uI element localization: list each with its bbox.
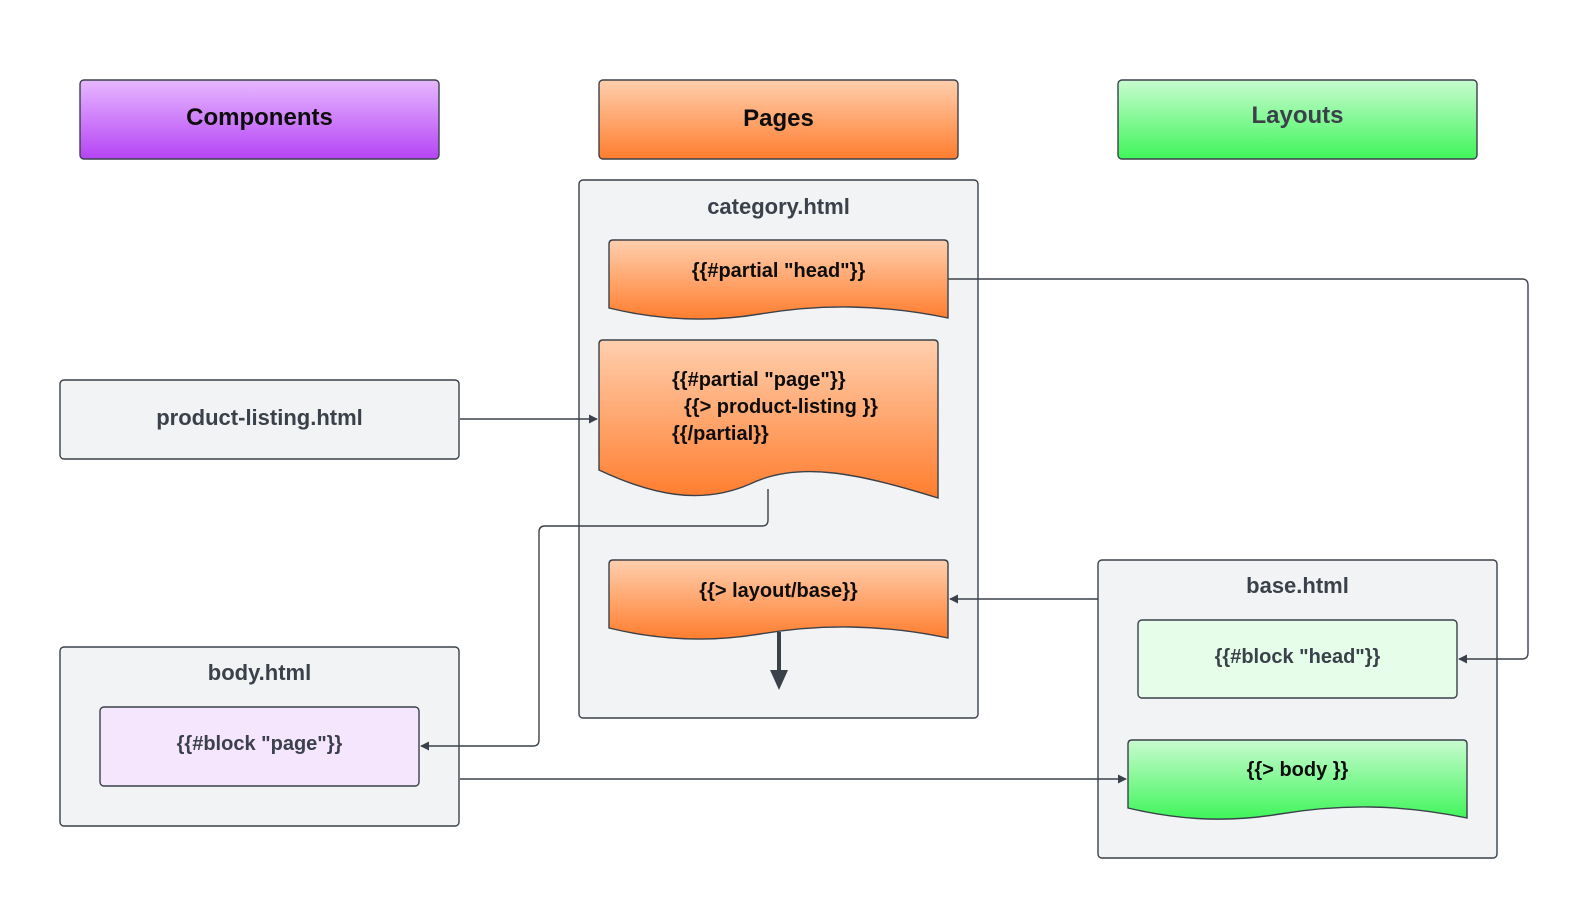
- layout-include-label: {{> layout/base}}: [699, 580, 858, 602]
- page-partial-line1: {{#partial "page"}}: [672, 369, 846, 391]
- connector-page-partial-to-block-page: [420, 489, 769, 751]
- components-header-label: Components: [186, 104, 333, 131]
- head-partial-node: {{#partial "head"}}: [608, 239, 949, 320]
- category-title: category.html: [707, 194, 850, 219]
- block-page-label: {{#block "page"}}: [177, 733, 343, 755]
- layout-include-node: {{> layout/base}}: [608, 559, 949, 640]
- layouts-header: Layouts: [1117, 79, 1478, 160]
- layouts-header-label: Layouts: [1251, 102, 1343, 129]
- block-head-node: [1137, 619, 1458, 699]
- page-partial-line2: {{> product-listing }}: [684, 396, 878, 418]
- head-partial-label: {{#partial "head"}}: [692, 260, 866, 282]
- product-listing-title: product-listing.html: [156, 405, 363, 430]
- render-down-arrow: [770, 632, 788, 690]
- block-head-label: {{#block "head"}}: [1215, 646, 1381, 668]
- body-title: body.html: [208, 660, 311, 685]
- connector-head-partial-to-block-head: [948, 278, 1529, 664]
- pages-header-label: Pages: [743, 105, 814, 132]
- page-partial-node: {{#partial "page"}} {{> product-listing …: [598, 339, 939, 499]
- page-partial-line3: {{/partial}}: [672, 423, 769, 445]
- base-title: base.html: [1246, 573, 1349, 598]
- body-container: body.html {{#block "page"}}: [59, 646, 460, 827]
- pages-header: Pages: [598, 79, 959, 160]
- block-page-node: [99, 706, 420, 787]
- body-include-node: {{> body }}: [1127, 739, 1468, 820]
- product-listing-node: product-listing.html: [59, 379, 460, 460]
- components-header: Components: [79, 79, 440, 160]
- body-include-label: {{> body }}: [1247, 759, 1349, 781]
